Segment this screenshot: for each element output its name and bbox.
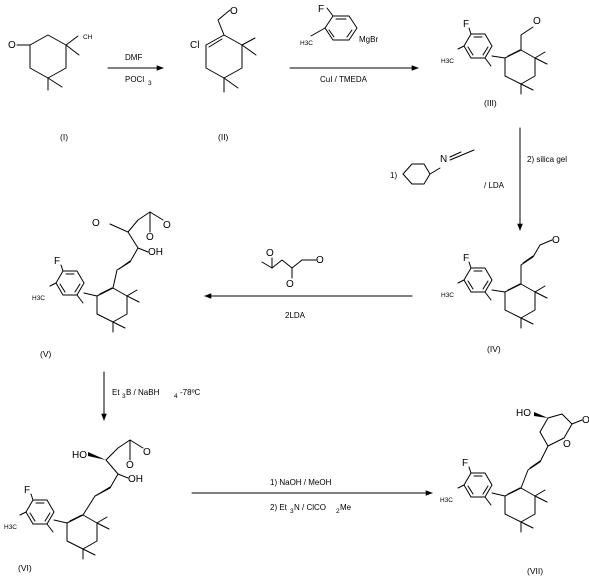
compound-V: F H3C O OH O O (V) bbox=[32, 211, 171, 359]
reagent-temp: -78ºC bbox=[180, 388, 200, 397]
compound-VI: F H3C HO OH O O (VI) bbox=[4, 439, 151, 573]
c-label: H3C bbox=[4, 524, 17, 531]
reaction-5: Et 3 B / NaBH 4 -78ºC bbox=[101, 371, 200, 421]
label-V: (V) bbox=[40, 349, 52, 359]
compound-II: O Cl (II) bbox=[190, 6, 257, 142]
compound-I: O CH (I) bbox=[8, 34, 93, 142]
atom-f-4: F bbox=[463, 253, 469, 264]
reaction-2: CuI / TMEDA bbox=[289, 65, 419, 84]
reagent-clco2me-a: N / ClCO bbox=[294, 503, 326, 512]
reagent-clco2me-c: Me bbox=[340, 503, 352, 512]
atom-f-reagent: F bbox=[318, 4, 324, 15]
step-2-label: 2) silica gel bbox=[527, 155, 567, 164]
reagent-et3b-b: B / NaBH bbox=[126, 388, 160, 397]
reagent-2lda: 2LDA bbox=[285, 311, 306, 320]
atom-f-6: F bbox=[24, 485, 30, 496]
atom-o-ketoester-1: O bbox=[266, 248, 274, 259]
atom-f-5: F bbox=[54, 256, 60, 267]
step-1-label: 1) bbox=[390, 171, 397, 180]
atom-ho-6: HO bbox=[72, 450, 87, 461]
reaction-1: DMF POCl 3 bbox=[107, 53, 164, 87]
reagent-naoh: 1) NaOH / MeOH bbox=[270, 478, 332, 487]
atom-o-7a: O bbox=[582, 415, 589, 426]
atom-ho-7: HO bbox=[516, 408, 531, 419]
label-VII: (VII) bbox=[527, 566, 543, 576]
reaction-4: O O O 2LDA bbox=[204, 248, 413, 320]
atom-o-7b: O bbox=[563, 439, 571, 450]
label-IV: (IV) bbox=[487, 344, 501, 354]
atom-n: N bbox=[440, 154, 447, 165]
reaction-6: 1) NaOH / MeOH 2) Et 3 N / ClCO 2 Me bbox=[191, 478, 433, 515]
reagent-et3n-sub: 3 bbox=[290, 508, 294, 515]
reagent-et3n-a: 2) Et bbox=[270, 503, 288, 512]
atom-o-ketoester-3: O bbox=[316, 255, 324, 266]
reagent-nabh4-sub: 4 bbox=[174, 393, 178, 400]
atom-o-3: O bbox=[533, 16, 541, 27]
atom-o-5b: O bbox=[146, 232, 154, 243]
c-label: H3C bbox=[441, 292, 454, 299]
atom-o-5c: O bbox=[163, 220, 171, 231]
atom-o-1: O bbox=[8, 40, 16, 51]
step-lda: / LDA bbox=[484, 181, 505, 190]
label-III: (III) bbox=[484, 98, 497, 108]
label-II: (II) bbox=[218, 132, 229, 142]
atom-o-6a: O bbox=[126, 460, 134, 471]
atom-cl: Cl bbox=[190, 40, 199, 51]
atom-o-4: O bbox=[552, 235, 560, 246]
c-label: CH bbox=[83, 34, 93, 41]
label-VI: (VI) bbox=[18, 563, 32, 573]
atom-f-7: F bbox=[462, 458, 468, 469]
atom-oh-5: OH bbox=[148, 247, 163, 258]
c-label: H3C bbox=[441, 58, 454, 65]
atom-o-2: O bbox=[230, 6, 238, 17]
atom-o-5a: O bbox=[92, 218, 100, 229]
grignard-mgbr: MgBr bbox=[359, 35, 378, 44]
c-label: H3C bbox=[300, 40, 313, 47]
reaction-3: 1) N 2) silica gel / LDA bbox=[390, 127, 567, 231]
grignard-reagent: F H3C MgBr bbox=[300, 4, 378, 47]
atom-o-6b: O bbox=[143, 447, 151, 458]
atom-oh-6: OH bbox=[128, 474, 143, 485]
reagent-clco2me-sub: 2 bbox=[336, 508, 340, 515]
compound-III: F H3C O (III) bbox=[441, 16, 548, 108]
label-I: (I) bbox=[60, 132, 68, 142]
reagent-pocl: POCl bbox=[125, 75, 144, 84]
atom-f-3: F bbox=[463, 19, 469, 30]
c-label: H3C bbox=[32, 295, 45, 302]
c-label: H3C bbox=[440, 497, 453, 504]
compound-IV: F H3C O (IV) bbox=[441, 235, 560, 354]
reagent-cui-tmeda: CuI / TMEDA bbox=[320, 75, 368, 84]
reagent-dmf: DMF bbox=[125, 53, 142, 62]
reagent-et3b-a: Et bbox=[112, 388, 120, 397]
compound-VII: F H3C O O HO (VII) bbox=[440, 408, 589, 576]
atom-o-ketoester-2: O bbox=[286, 279, 294, 290]
reagent-pocl-sub: 3 bbox=[148, 80, 152, 87]
reagent-et3b-sub: 3 bbox=[122, 393, 126, 400]
